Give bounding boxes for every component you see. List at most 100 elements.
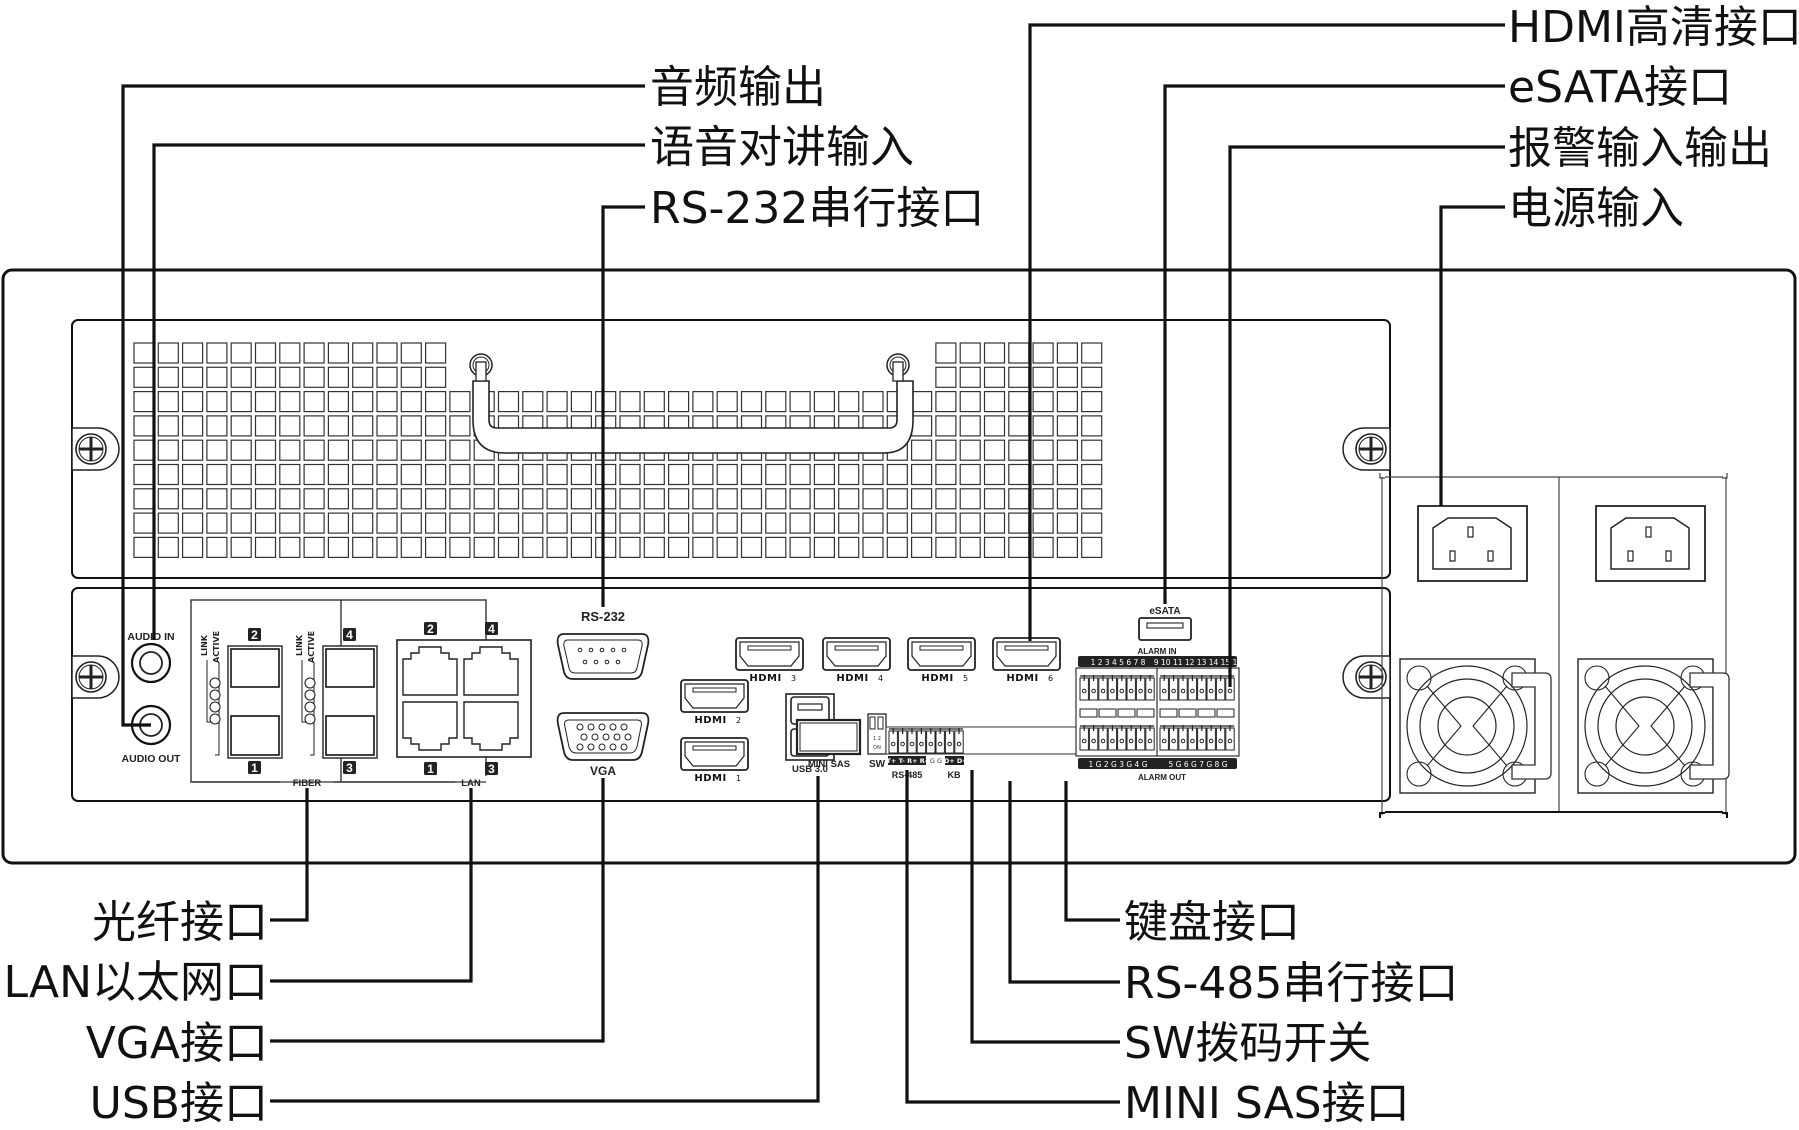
vent-slot bbox=[206, 366, 228, 388]
pin bbox=[576, 743, 584, 751]
hdmi-number: 4 bbox=[878, 674, 883, 683]
vent-slot bbox=[182, 512, 204, 534]
vent-slot bbox=[838, 488, 860, 510]
vent-slot bbox=[595, 463, 617, 486]
dip-switch[interactable]: 1 2 ON bbox=[867, 713, 887, 755]
callout-rs232: RS-232串行接口 bbox=[650, 183, 984, 234]
vent-slot bbox=[279, 342, 301, 364]
pin bbox=[587, 723, 595, 731]
callout-audio-out: 音频输出 bbox=[650, 62, 826, 113]
vent-slot bbox=[692, 512, 714, 534]
port-number-badge bbox=[248, 628, 261, 641]
vent-slot bbox=[133, 439, 155, 461]
vent-slot bbox=[449, 463, 471, 486]
vent-slot bbox=[935, 536, 957, 559]
vent-slot bbox=[1008, 536, 1030, 559]
hdmi-port[interactable] bbox=[907, 637, 976, 671]
vent-slot bbox=[983, 342, 1006, 364]
vent-slot bbox=[1032, 366, 1054, 388]
pin bbox=[591, 733, 599, 741]
callouts-top: 音频输出 语音对讲输入 RS-232串行接口 HDMI高清接口 eSATA接口 … bbox=[650, 2, 1799, 234]
vent-slot bbox=[376, 415, 398, 437]
port-number-badge bbox=[343, 628, 356, 641]
vent-slot bbox=[619, 391, 641, 413]
vent-slot bbox=[667, 536, 690, 559]
vent-slot bbox=[254, 536, 277, 559]
vent-slot bbox=[497, 512, 520, 534]
hdmi-port[interactable] bbox=[680, 679, 749, 713]
port-number: 3 bbox=[488, 762, 495, 776]
audio-in-label: AUDIO IN bbox=[127, 631, 174, 643]
vent-slot bbox=[206, 488, 228, 510]
vent-slot bbox=[279, 366, 301, 388]
vent-slot bbox=[643, 488, 665, 510]
vent-slot bbox=[862, 512, 884, 534]
vent-slot bbox=[959, 391, 981, 413]
hdmi-port[interactable] bbox=[735, 637, 804, 671]
vent-slot bbox=[449, 512, 471, 534]
vent-slot bbox=[935, 439, 957, 461]
port-number: 2 bbox=[427, 622, 434, 636]
vga-port[interactable] bbox=[556, 712, 650, 761]
callout-keyboard: 键盘接口 bbox=[1124, 897, 1300, 948]
rj45-port[interactable] bbox=[463, 646, 519, 696]
rj45-port[interactable] bbox=[402, 646, 458, 696]
hdmi-number: 5 bbox=[963, 674, 968, 683]
pin bbox=[582, 659, 588, 665]
rj45-port[interactable] bbox=[463, 701, 519, 751]
rs232-port[interactable] bbox=[556, 633, 650, 680]
vent-slot bbox=[376, 512, 398, 534]
hdmi-port[interactable] bbox=[680, 737, 749, 771]
vent-slot bbox=[570, 512, 593, 534]
vent-slot bbox=[400, 512, 422, 534]
hdmi-number: 2 bbox=[736, 716, 741, 725]
power-inlet[interactable] bbox=[1417, 505, 1528, 582]
leader-lines bbox=[121, 23, 1505, 1104]
vent-slot bbox=[352, 536, 374, 559]
vent-slot bbox=[1032, 512, 1054, 534]
rs485-pins-label: T+ T- R+ R- bbox=[887, 757, 928, 765]
vent-slot bbox=[182, 366, 204, 388]
power-supply-bay bbox=[1379, 473, 1728, 818]
hdmi-port[interactable] bbox=[822, 637, 891, 671]
vent-slot bbox=[352, 463, 374, 486]
led-indicator bbox=[304, 689, 316, 701]
callout-lan: LAN以太网口 bbox=[3, 957, 268, 1008]
handle bbox=[469, 353, 914, 454]
vent-slot bbox=[838, 463, 860, 486]
vent-slot bbox=[497, 488, 520, 510]
vent-slot bbox=[595, 488, 617, 510]
vent-slot bbox=[595, 391, 617, 413]
power-inlet[interactable] bbox=[1595, 505, 1706, 582]
vent-slot bbox=[886, 463, 908, 486]
pin bbox=[604, 659, 610, 665]
vent-slot bbox=[206, 391, 228, 413]
rs232-label: RS-232 bbox=[581, 609, 625, 624]
vent-slot bbox=[692, 463, 714, 486]
hdmi-port[interactable] bbox=[992, 637, 1061, 671]
vent-slot bbox=[327, 463, 349, 486]
vent-slot bbox=[473, 463, 495, 486]
vent-slot bbox=[303, 488, 325, 510]
vent-slot bbox=[1081, 415, 1103, 437]
vent-slot bbox=[862, 536, 884, 559]
minisas-label: MINI SAS bbox=[808, 759, 850, 770]
vent-slot bbox=[910, 415, 933, 437]
vent-slot bbox=[595, 536, 617, 559]
vent-slot bbox=[303, 342, 325, 364]
vent-slot bbox=[789, 488, 811, 510]
lan-label: LAN bbox=[461, 778, 481, 789]
hdmi-label: HDMI bbox=[749, 673, 781, 684]
vent-slot bbox=[522, 536, 544, 559]
vent-slot bbox=[230, 439, 252, 461]
vent-slot bbox=[449, 488, 471, 510]
rj45-port[interactable] bbox=[402, 701, 458, 751]
vent-slot bbox=[400, 391, 422, 413]
vent-slot bbox=[400, 439, 422, 461]
vent-slot bbox=[254, 488, 277, 510]
vent-slot bbox=[279, 439, 301, 461]
audio-in-jack[interactable] bbox=[130, 642, 172, 684]
minisas-port[interactable] bbox=[795, 718, 862, 756]
esata-port[interactable] bbox=[1138, 617, 1192, 641]
